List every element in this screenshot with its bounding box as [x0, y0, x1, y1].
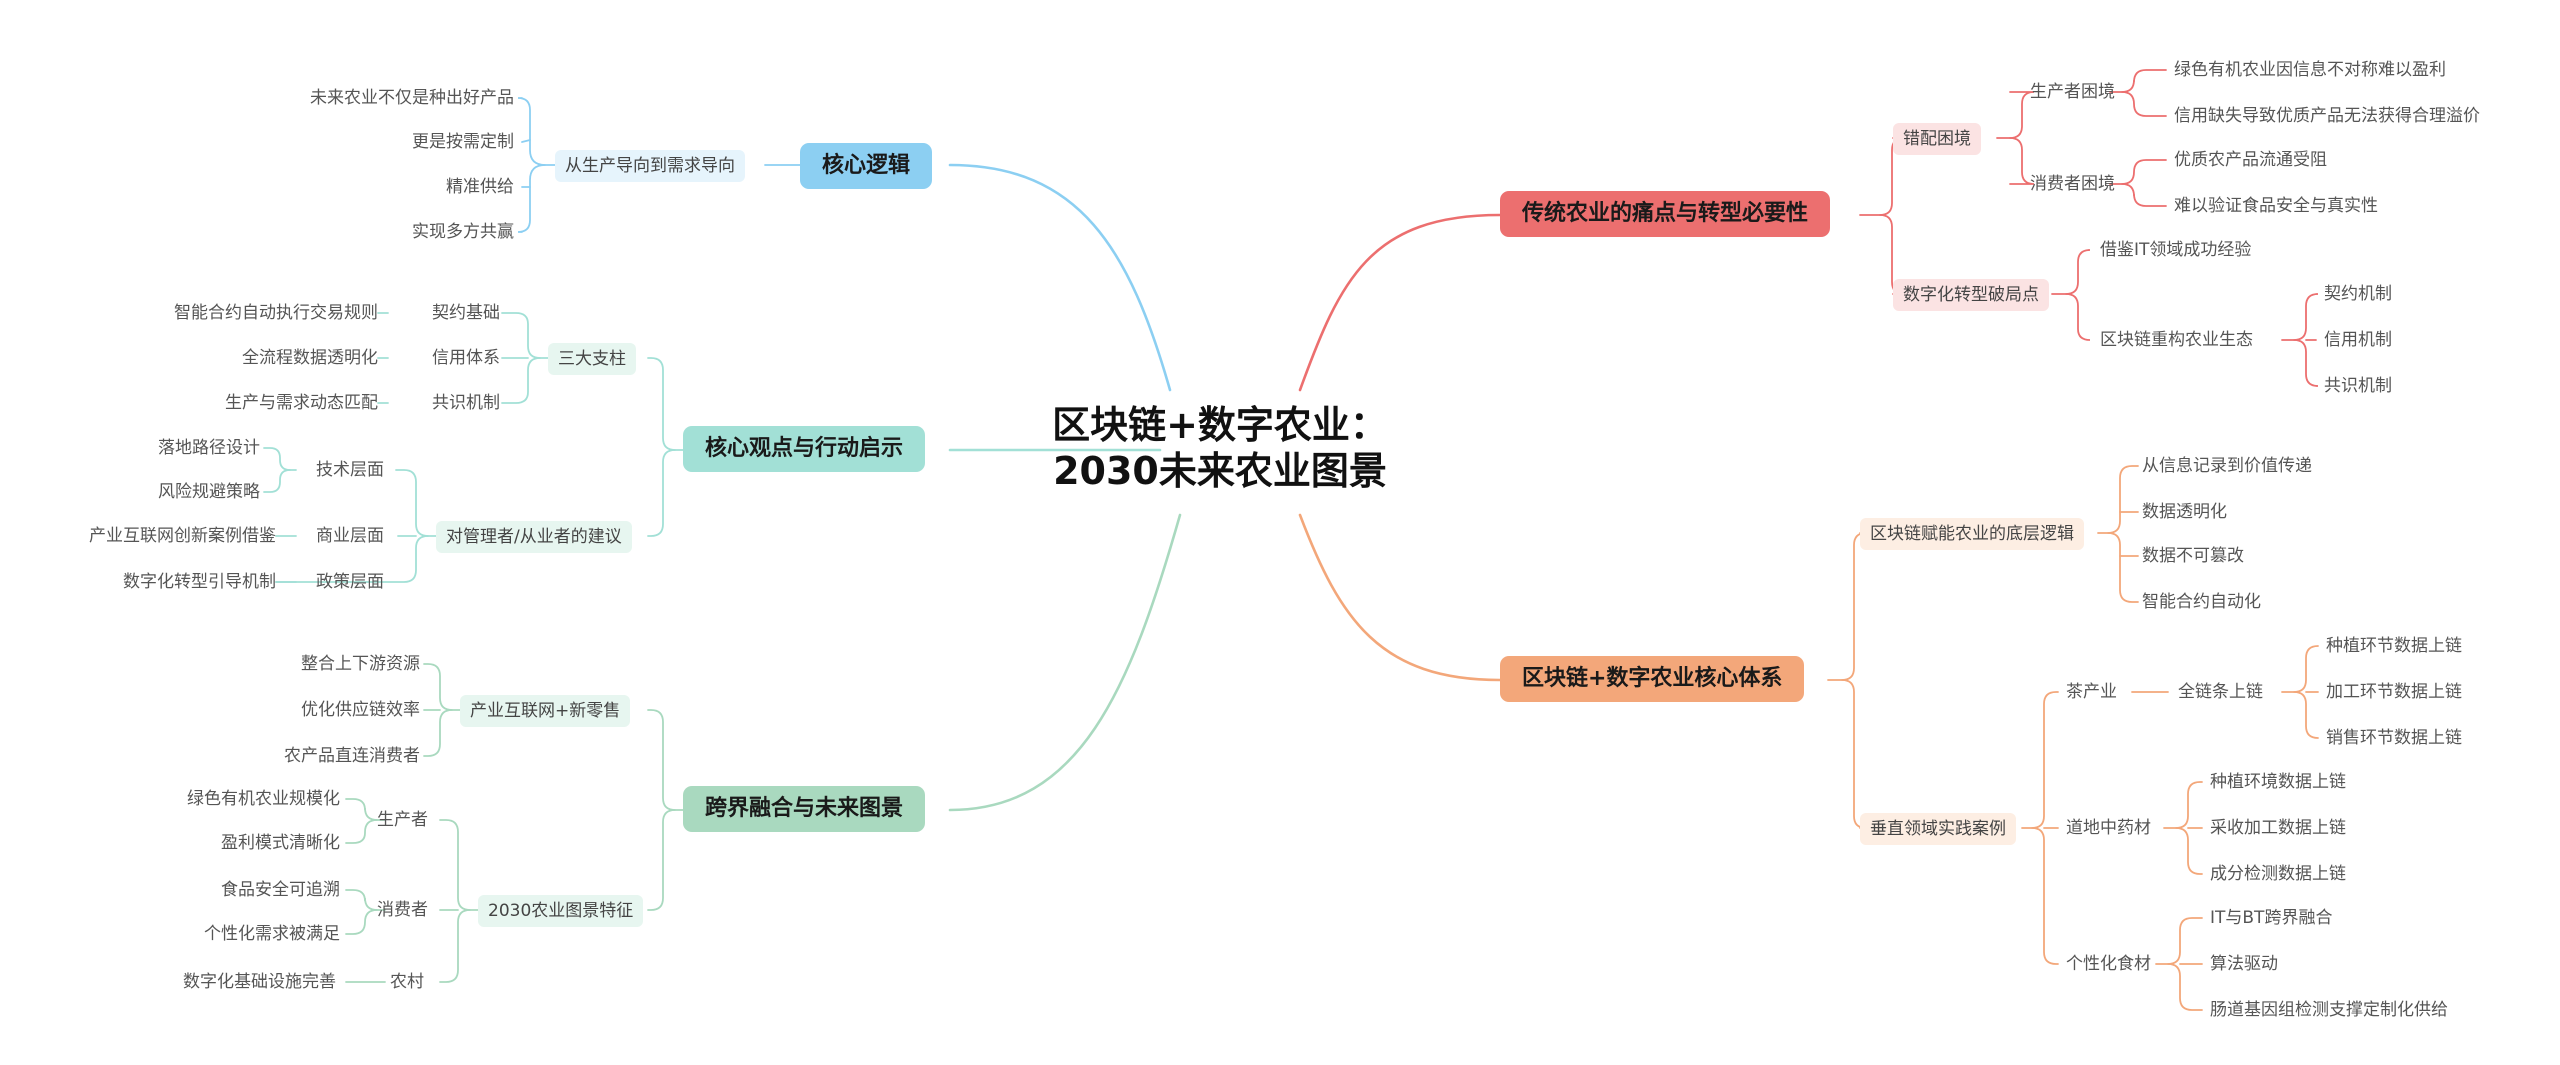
leaf-smart-contract-auto[interactable]: 智能合约自动化: [2142, 592, 2261, 612]
node-tea-industry[interactable]: 茶产业: [2066, 682, 2117, 702]
pillar-contract[interactable]: 契约基础: [432, 303, 500, 323]
leaf-info-to-value[interactable]: 从信息记录到价值传递: [2142, 456, 2312, 476]
node-full-chain[interactable]: 全链条上链: [2178, 682, 2263, 702]
leaf-herb-harvest[interactable]: 采收加工数据上链: [2210, 818, 2346, 838]
leaf-data-transparent[interactable]: 数据透明化: [2142, 502, 2227, 522]
leaf-custom-made[interactable]: 更是按需定制: [412, 132, 514, 152]
topic-core-view[interactable]: 核心观点与行动启示: [683, 426, 926, 472]
subtopic-practice-cases[interactable]: 垂直领域实践案例: [1860, 813, 2016, 845]
group-producer[interactable]: 生产者: [377, 810, 428, 830]
node-personalized-food[interactable]: 个性化食材: [2066, 954, 2151, 974]
leaf-info-asymmetry[interactable]: 绿色有机农业因信息不对称难以盈利: [2174, 60, 2446, 80]
leaf-credit-missing[interactable]: 信用缺失导致优质产品无法获得合理溢价: [2174, 106, 2480, 126]
leaf-green-scale[interactable]: 绿色有机农业规模化: [187, 789, 340, 809]
leaf-tea-planting[interactable]: 种植环节数据上链: [2326, 636, 2462, 656]
leaf-gut-genome[interactable]: 肠道基因组检测支撑定制化供给: [2210, 1000, 2448, 1020]
node-consumer-dilemma[interactable]: 消费者困境: [2030, 174, 2115, 194]
leaf-direct-to-consumer[interactable]: 农产品直连消费者: [284, 746, 420, 766]
leaf-it-bt-fusion[interactable]: IT与BT跨界融合: [2210, 908, 2333, 928]
leaf-credit-mechanism[interactable]: 信用机制: [2324, 330, 2392, 350]
leaf-profit-model[interactable]: 盈利模式清晰化: [221, 833, 340, 853]
leaf-herb-environment[interactable]: 种植环境数据上链: [2210, 772, 2346, 792]
leaf-tea-processing[interactable]: 加工环节数据上链: [2326, 682, 2462, 702]
leaf-hard-to-verify[interactable]: 难以验证食品安全与真实性: [2174, 196, 2378, 216]
leaf-case-reference[interactable]: 产业互联网创新案例借鉴: [89, 526, 276, 546]
layer-technology[interactable]: 技术层面: [316, 460, 384, 480]
subtopic-mismatch[interactable]: 错配困境: [1893, 123, 1981, 155]
leaf-contract-mechanism[interactable]: 契约机制: [2324, 284, 2392, 304]
subtopic-bottom-logic[interactable]: 区块链赋能农业的底层逻辑: [1860, 518, 2084, 550]
node-it-experience[interactable]: 借鉴IT领域成功经验: [2100, 240, 2252, 260]
leaf-risk-avoidance[interactable]: 风险规避策略: [158, 482, 260, 502]
subtopic-demand-driven[interactable]: 从生产导向到需求导向: [555, 150, 745, 182]
leaf-precise-supply[interactable]: 精准供给: [446, 177, 514, 197]
central-title-line-1: 区块链+数字农业：: [1052, 403, 1388, 447]
leaf-personalized-demand[interactable]: 个性化需求被满足: [204, 924, 340, 944]
leaf-consensus-mechanism[interactable]: 共识机制: [2324, 376, 2392, 396]
subtopic-advice[interactable]: 对管理者/从业者的建议: [436, 521, 632, 553]
leaf-smart-contract[interactable]: 智能合约自动执行交易规则: [174, 303, 378, 323]
leaf-data-transparency[interactable]: 全流程数据透明化: [242, 348, 378, 368]
pillar-credit[interactable]: 信用体系: [432, 348, 500, 368]
subtopic-new-retail[interactable]: 产业互联网+新零售: [460, 695, 631, 727]
topic-pain-points[interactable]: 传统农业的痛点与转型必要性: [1500, 191, 1831, 237]
node-reconstruct-ecology[interactable]: 区块链重构农业生态: [2100, 330, 2253, 350]
layer-policy[interactable]: 政策层面: [316, 572, 384, 592]
leaf-future-agriculture[interactable]: 未来农业不仅是种出好产品: [310, 88, 514, 108]
central-topic[interactable]: 区块链+数字农业： 2030未来农业图景: [1040, 402, 1400, 494]
layer-business[interactable]: 商业层面: [316, 526, 384, 546]
leaf-dynamic-matching[interactable]: 生产与需求动态匹配: [225, 393, 378, 413]
subtopic-three-pillars[interactable]: 三大支柱: [548, 343, 636, 375]
leaf-tamper-proof[interactable]: 数据不可篡改: [2142, 546, 2244, 566]
leaf-tea-sales[interactable]: 销售环节数据上链: [2326, 728, 2462, 748]
leaf-algorithm-driven[interactable]: 算法驱动: [2210, 954, 2278, 974]
subtopic-2030-features[interactable]: 2030农业图景特征: [478, 895, 644, 927]
pillar-consensus[interactable]: 共识机制: [432, 393, 500, 413]
topic-cross-fusion[interactable]: 跨界融合与未来图景: [683, 786, 926, 832]
central-title-line-2: 2030未来农业图景: [1053, 449, 1387, 493]
leaf-supply-chain-efficiency[interactable]: 优化供应链效率: [301, 700, 420, 720]
topic-core-logic[interactable]: 核心逻辑: [800, 143, 933, 189]
topic-core-system[interactable]: 区块链+数字农业核心体系: [1500, 656, 1805, 702]
group-rural[interactable]: 农村: [390, 972, 424, 992]
leaf-traceable-food[interactable]: 食品安全可追溯: [221, 880, 340, 900]
node-producer-dilemma[interactable]: 生产者困境: [2030, 82, 2115, 102]
leaf-guidance-mechanism[interactable]: 数字化转型引导机制: [123, 572, 276, 592]
leaf-digital-infrastructure[interactable]: 数字化基础设施完善: [183, 972, 336, 992]
leaf-win-win[interactable]: 实现多方共赢: [412, 222, 514, 242]
leaf-integrate-resources[interactable]: 整合上下游资源: [301, 654, 420, 674]
leaf-circulation-blocked[interactable]: 优质农产品流通受阻: [2174, 150, 2327, 170]
leaf-landing-path[interactable]: 落地路径设计: [158, 438, 260, 458]
subtopic-breakthrough[interactable]: 数字化转型破局点: [1893, 279, 2049, 311]
leaf-herb-testing[interactable]: 成分检测数据上链: [2210, 864, 2346, 884]
node-herbal-medicine[interactable]: 道地中药材: [2066, 818, 2151, 838]
group-consumer[interactable]: 消费者: [377, 900, 428, 920]
